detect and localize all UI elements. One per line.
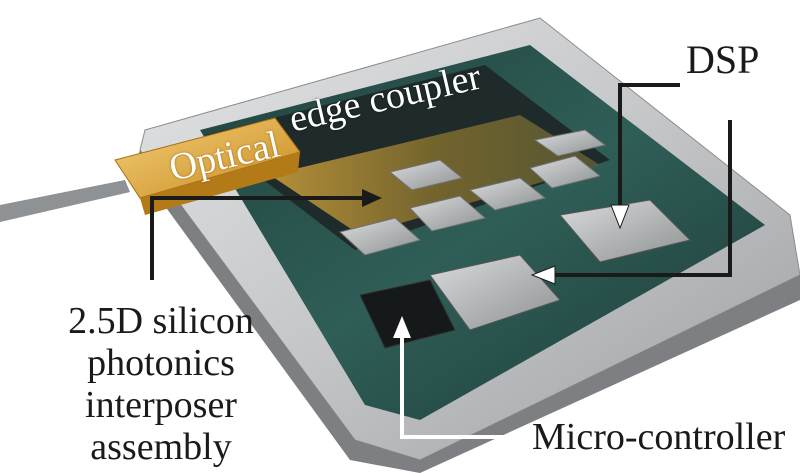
dsp-arrowhead [610, 204, 630, 230]
interposer-chip-1 [338, 217, 422, 256]
interposer-chip-2 [409, 195, 487, 232]
optical-fiber [0, 180, 130, 222]
interposer-label: 2.5D silicon photonics interposer assemb… [36, 300, 286, 468]
dsp-callout-line [618, 83, 680, 215]
interposer-chip-6 [533, 129, 607, 157]
dsp-label: DSP [686, 37, 760, 82]
interposer-label-line-2: photonics [87, 342, 235, 384]
dsp-arrowhead-2 [530, 265, 556, 285]
interposer-label-line-4: assembly [90, 426, 232, 468]
microcontroller-chip [359, 279, 456, 349]
mcu-arrowhead [393, 316, 411, 338]
dsp-callout-line-2 [545, 120, 732, 277]
interposer-label-line-3: interposer [85, 384, 237, 426]
interposer-label-line-1: 2.5D silicon [68, 300, 254, 342]
interposer-arrowhead [362, 189, 382, 207]
interposer-chip-3 [468, 177, 547, 211]
mcu-callout-line [400, 330, 530, 439]
interposer-chip-4 [388, 159, 464, 191]
interposer-chip-5 [528, 155, 602, 189]
interposer-callout-line [150, 196, 370, 280]
microcontroller-label: Micro-controller [532, 416, 786, 458]
package-frame-edge [135, 150, 800, 473]
center-chip [429, 254, 561, 331]
